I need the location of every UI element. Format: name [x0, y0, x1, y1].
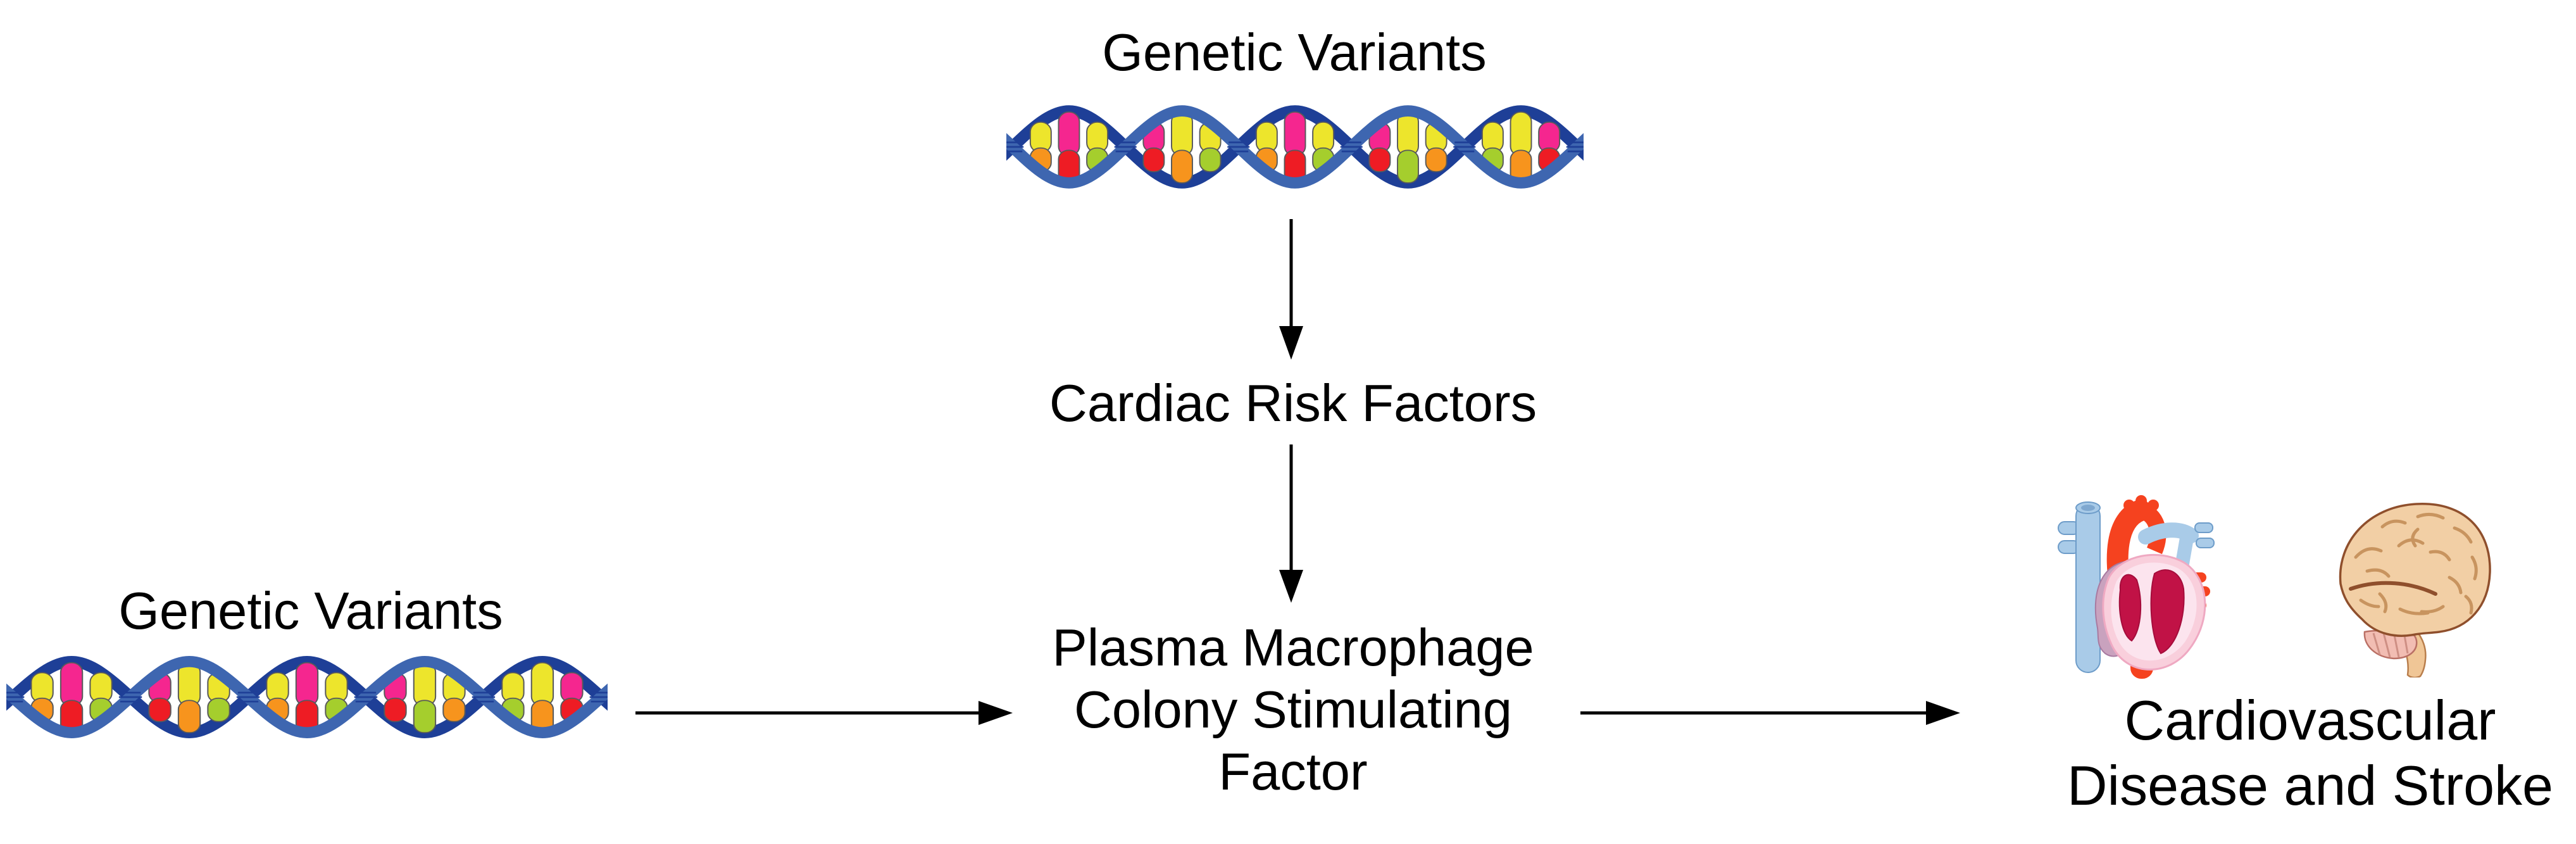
brain-side-view [2339, 503, 2491, 677]
genetic-variants-left-label: Genetic Variants [118, 581, 503, 640]
plasma-mcsf-label: Plasma Macrophage Colony Stimulating Fac… [977, 617, 1610, 803]
outcome-line-1: Cardiovascular [2124, 689, 2496, 752]
heart-icon [2058, 495, 2215, 679]
brain-icon [2339, 503, 2491, 677]
dna-double-helix [1006, 105, 1584, 189]
arrow-top-dna-to-cardiac [1279, 219, 1303, 360]
outcome-label: Cardiovascular Disease and Stroke [1994, 688, 2576, 818]
brain-gyri-lines [2354, 513, 2478, 615]
plasma-line-1: Plasma Macrophage [1052, 618, 1534, 677]
cardiac-risk-factors-label: Cardiac Risk Factors [1049, 374, 1537, 432]
outcome-line-2: Disease and Stroke [2067, 754, 2553, 817]
genetic-variants-top-label: Genetic Variants [1102, 23, 1487, 82]
plasma-line-3: Factor [1218, 742, 1368, 801]
dna-helix-icon [1006, 105, 1584, 189]
arrow-plasma-to-outcome [1580, 701, 1960, 725]
anatomical-heart [2058, 495, 2215, 679]
plasma-line-2: Colony Stimulating [1073, 680, 1512, 739]
arrow-cardiac-to-plasma [1279, 444, 1303, 603]
arrow-left-dna-to-plasma [635, 701, 1013, 725]
dna-crossing-hatches [1006, 141, 1584, 153]
